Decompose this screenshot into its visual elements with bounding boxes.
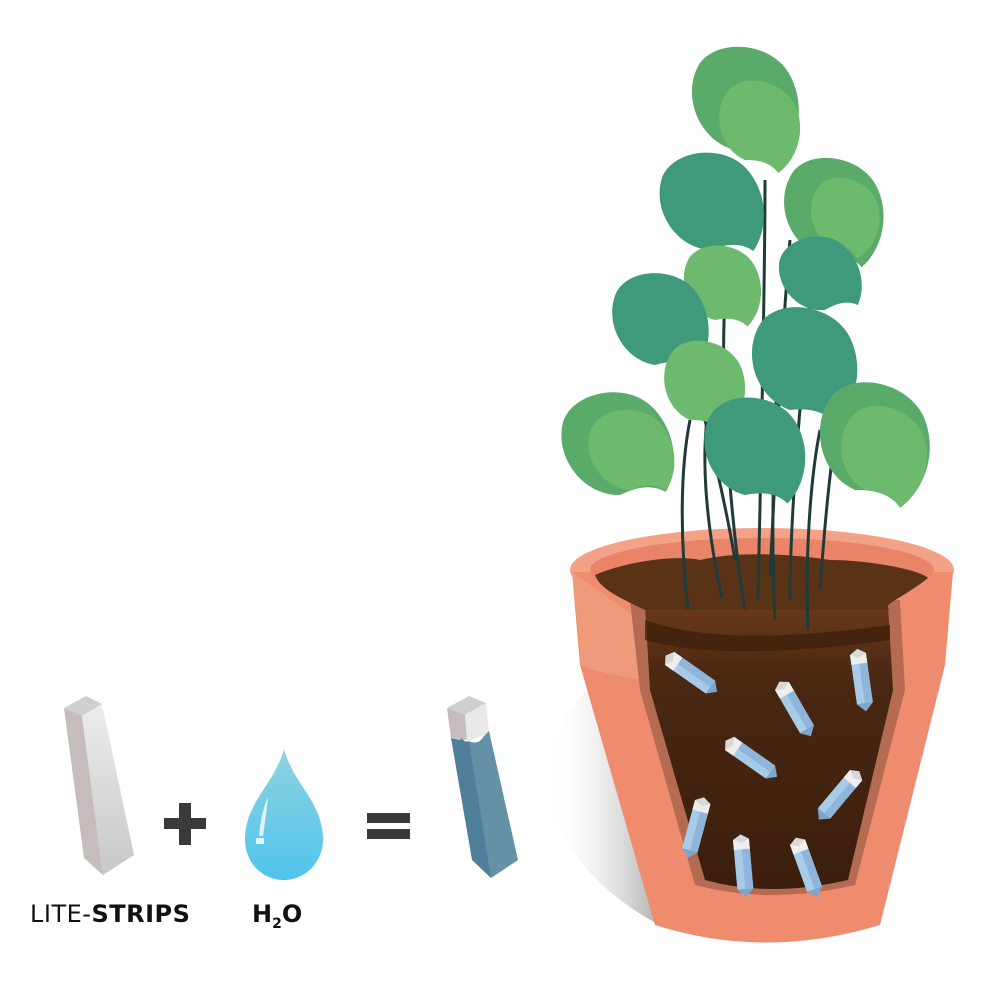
h2o-label: H2O bbox=[252, 900, 303, 932]
plus-sign bbox=[164, 803, 206, 845]
lite-strips-label: LITE-STRIPS bbox=[30, 900, 191, 928]
lite-strip-icon bbox=[64, 696, 134, 875]
water-drop-icon bbox=[244, 749, 324, 880]
wet-strip-icon bbox=[447, 696, 518, 878]
equals-sign bbox=[367, 813, 410, 839]
plant-leaves bbox=[551, 46, 941, 515]
